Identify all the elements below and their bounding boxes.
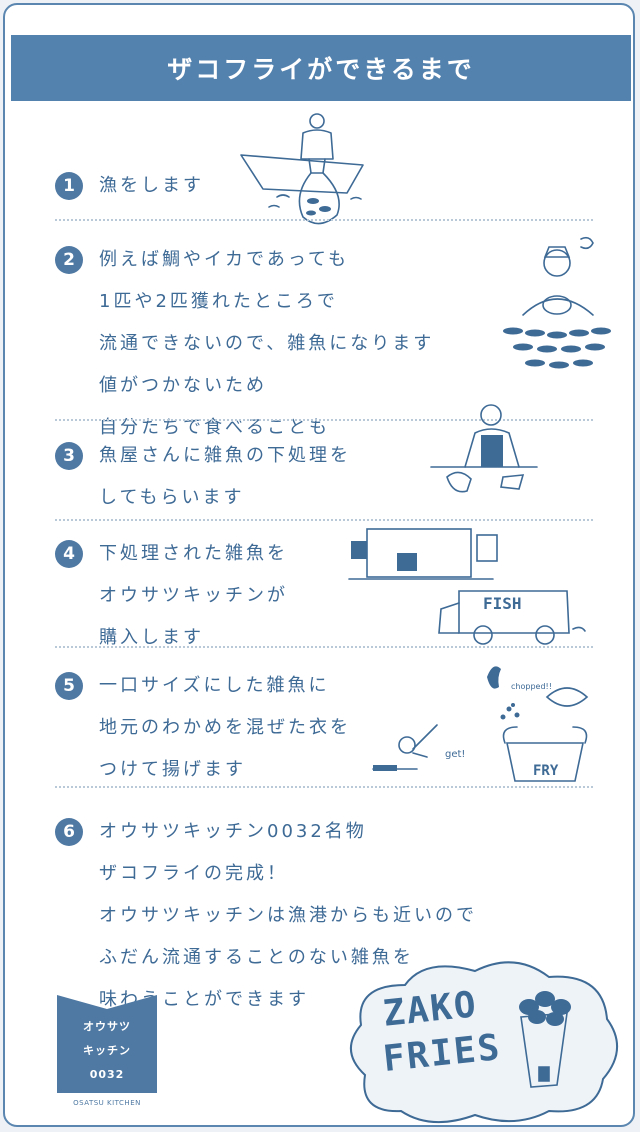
step-number-4: 4 (55, 540, 83, 568)
step-text-4: 下処理された雑魚を オウサツキッチンが 購入します (99, 533, 288, 659)
step-text-3: 魚屋さんに雑魚の下処理を してもらいます (99, 435, 351, 519)
step-line: ザコフライの完成！ (99, 863, 288, 884)
step-number-6: 6 (55, 818, 83, 846)
logo-text: オウサツ キッチン 0032 (57, 1015, 157, 1087)
step-line: 一口サイズにした雑魚に (99, 675, 330, 696)
step-line: してもらいます (99, 487, 245, 508)
fishmonger-illustration (430, 404, 538, 493)
step-line: 地元のわかめを混ぜた衣を (99, 717, 351, 738)
step-line: 購入します (99, 627, 204, 648)
step-text-1: 漁をします (99, 165, 204, 207)
fishing-illustration (240, 113, 364, 225)
divider (55, 519, 593, 521)
divider (55, 646, 593, 648)
step-line: 流通できないので、雑魚になります (99, 333, 435, 354)
frying-process-illustration: chopped!! get! FRY (372, 666, 589, 782)
divider (55, 419, 593, 421)
logo-line-1: オウサツ (83, 1020, 131, 1033)
step-line: オウサツキッチンは漁港からも近いので (99, 905, 477, 926)
step-line: 魚屋さんに雑魚の下処理を (99, 445, 351, 466)
step-text-2: 例えば鯛やイカであっても 1匹や2匹獲れたところで 流通できないので、雑魚になり… (99, 239, 434, 449)
fry-label: FRY (533, 763, 559, 779)
step-line: オウサツキッチンが (99, 585, 288, 606)
step-text-6: オウサツキッチン0032名物 ザコフライの完成！ オウサツキッチンは漁港からも近… (99, 811, 477, 1021)
step-line: オウサツキッチン0032名物 (99, 821, 367, 842)
get-note: get! (445, 749, 465, 760)
osatsu-kitchen-logo (57, 995, 157, 1093)
kitchen-and-truck-illustration: FISH (348, 528, 586, 645)
page-title: ザコフライができるまで (11, 35, 631, 101)
step-number-3: 3 (55, 442, 83, 470)
recipe-card: ザコフライができるまで 1 漁をします 2 例えば鯛やイカであっても 1匹や2匹… (3, 3, 635, 1127)
step-line: 自分たちで食べることも (99, 417, 330, 438)
divider (55, 219, 593, 221)
logo-line-3: 0032 (89, 1068, 125, 1081)
step-line: つけて揚げます (99, 759, 246, 780)
step-number-1: 1 (55, 172, 83, 200)
fisherman-with-fish-illustration (503, 236, 611, 369)
step-line: 漁をします (99, 175, 204, 196)
step-line: ふだん流通することのない雑魚を (99, 947, 414, 968)
step-number-5: 5 (55, 672, 83, 700)
step-line: 値がつかないため (99, 375, 267, 396)
step-line: 下処理された雑魚を (99, 543, 288, 564)
fish-sign: FISH (483, 594, 522, 613)
logo-line-2: キッチン (83, 1044, 131, 1057)
step-number-2: 2 (55, 246, 83, 274)
logo-subtitle: OSATSU KITCHEN (73, 1099, 141, 1107)
step-line: 例えば鯛やイカであっても (99, 249, 350, 270)
step-line: 1匹や2匹獲れたところで (99, 291, 338, 312)
step-text-5: 一口サイズにした雑魚に 地元のわかめを混ぜた衣を つけて揚げます (99, 665, 351, 791)
zako-fries-cloud (350, 961, 619, 1124)
divider (55, 786, 593, 788)
chopped-note: chopped!! (511, 682, 552, 691)
